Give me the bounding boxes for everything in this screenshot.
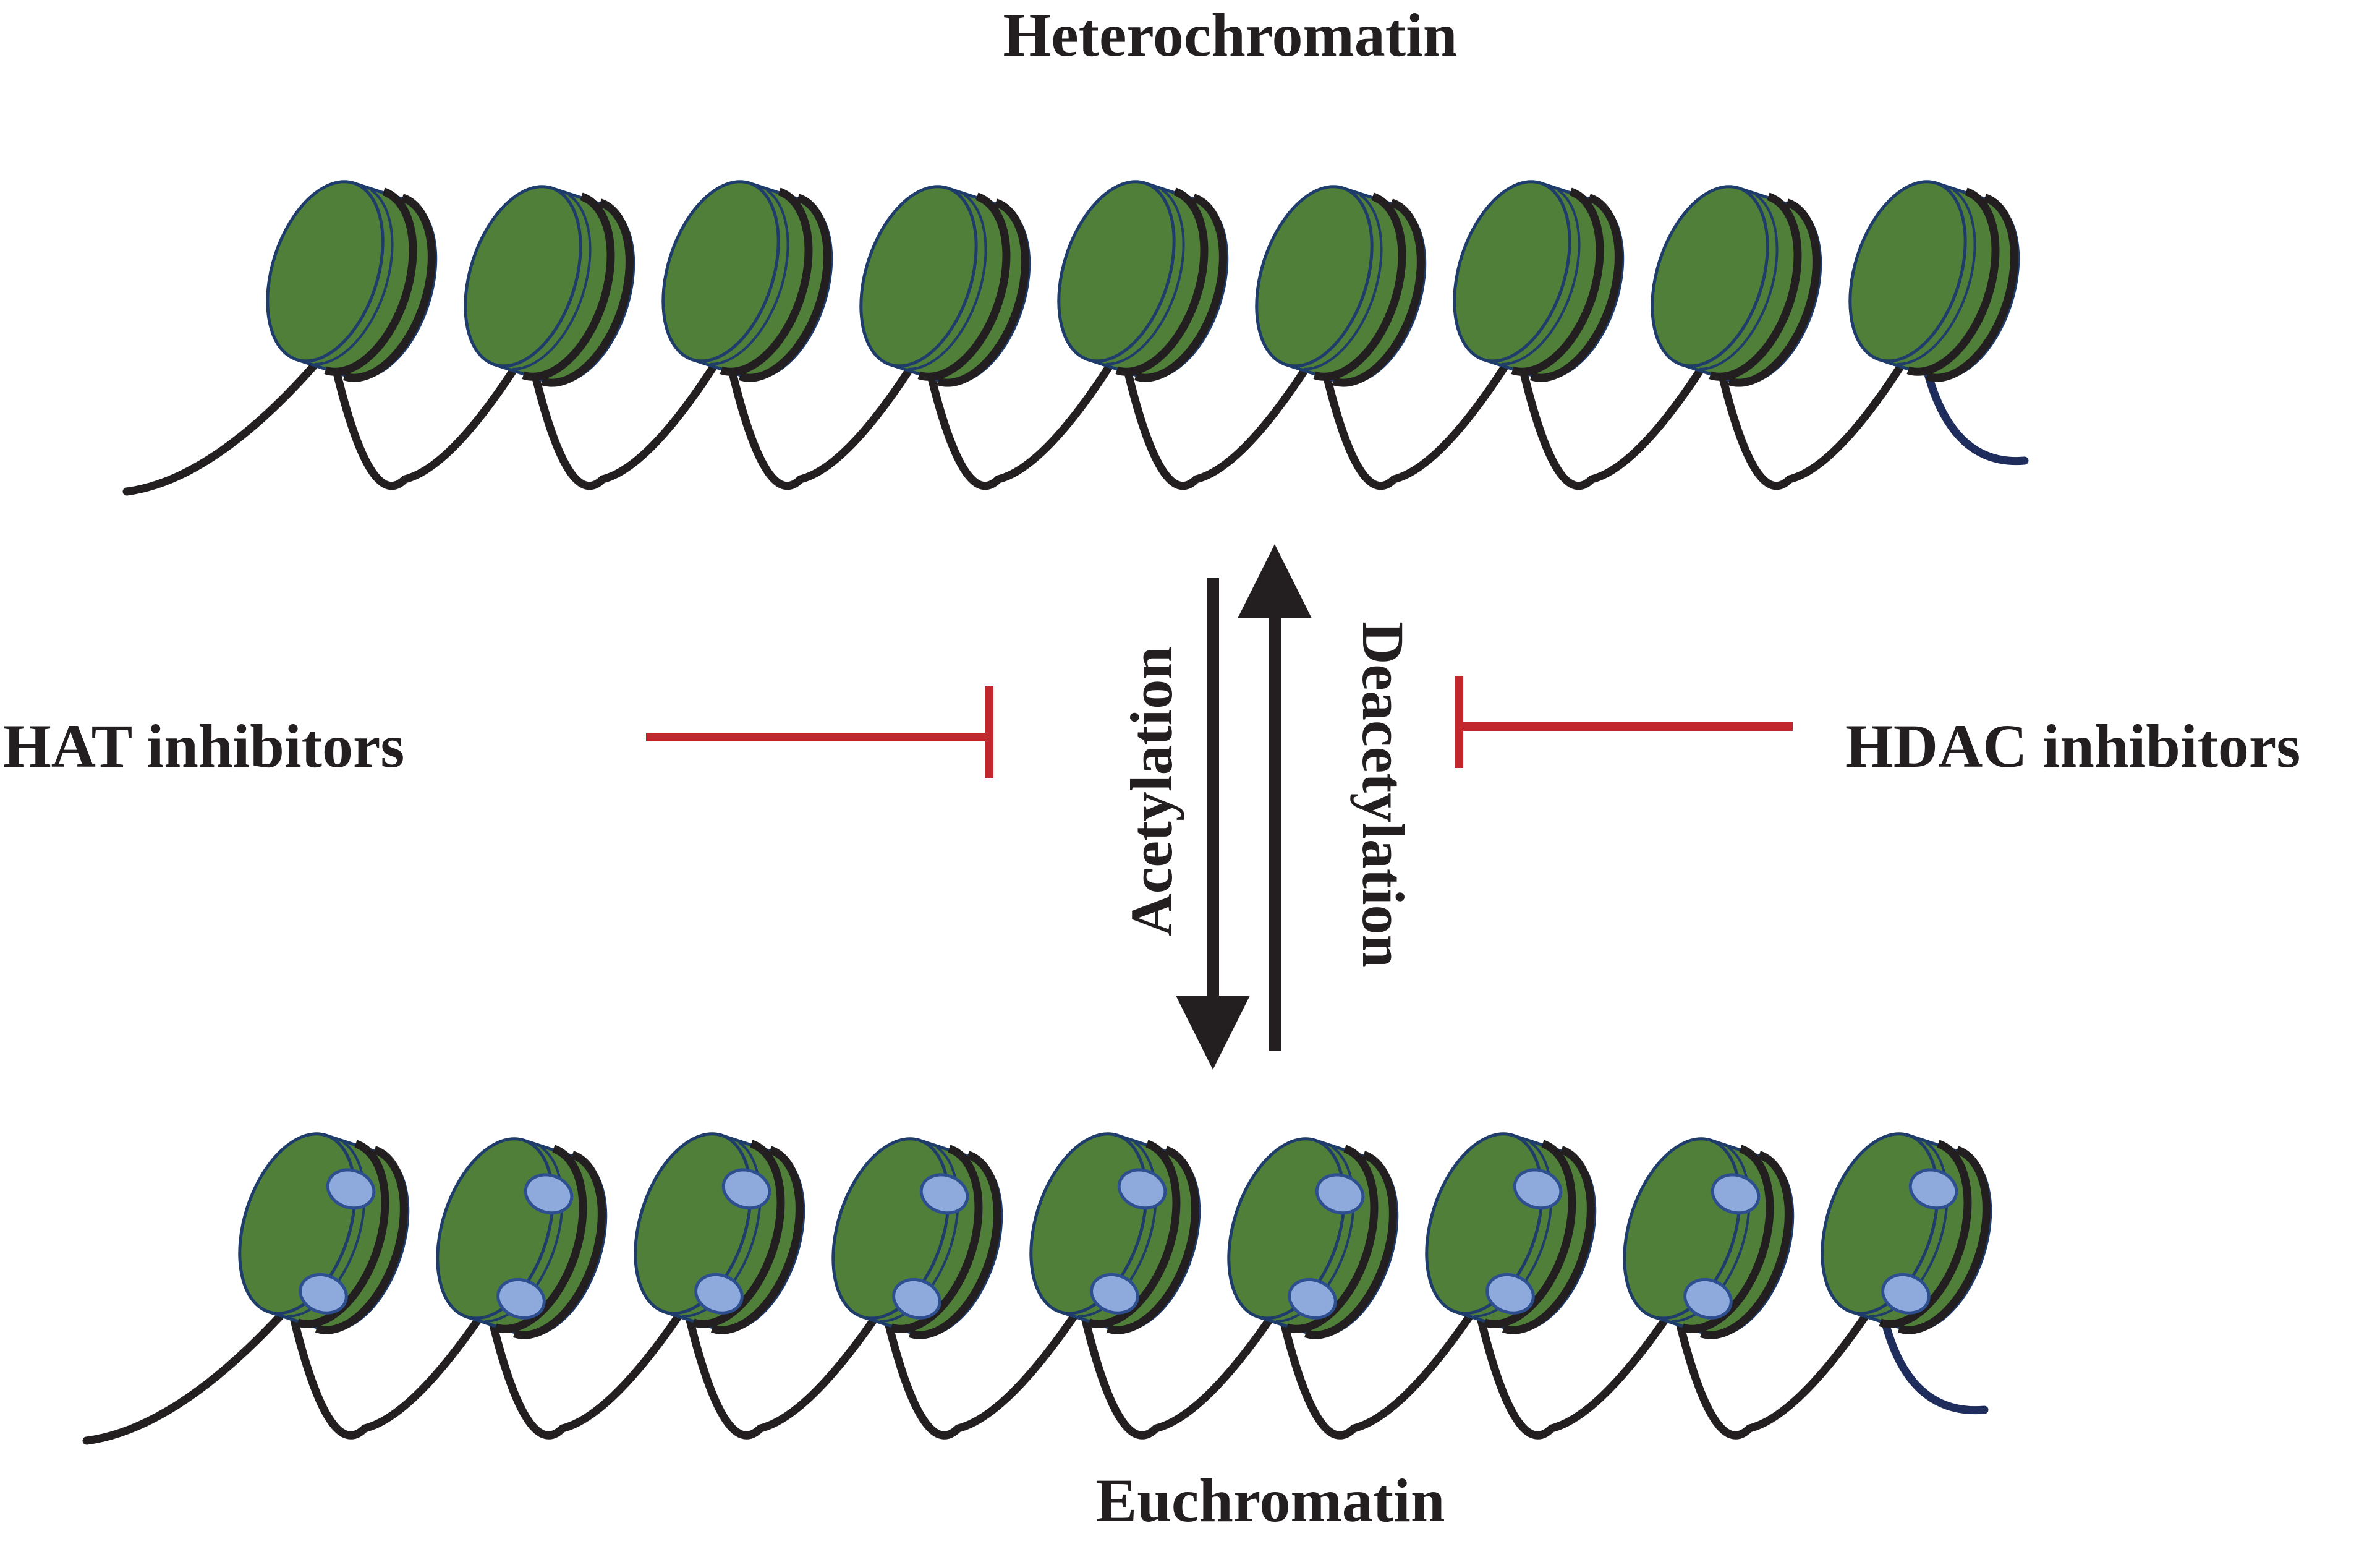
euchromatin-title: Euchromatin (1096, 1466, 1445, 1535)
nucleosome-icon (1453, 180, 1625, 382)
acetyl-group-icon (326, 1168, 376, 1210)
nucleosome-icon (1425, 1132, 1597, 1334)
acetyl-group-icon (1513, 1168, 1563, 1210)
acetyl-group-icon (694, 1273, 744, 1315)
nucleosome-icon (1057, 180, 1229, 382)
acetyl-group-icon (1711, 1173, 1761, 1215)
acetyl-group-icon (299, 1273, 348, 1315)
acetyl-group-icon (1485, 1273, 1535, 1315)
acetyl-group-icon (1881, 1273, 1931, 1315)
nucleosome-icon (1651, 185, 1822, 387)
heterochromatin-row (266, 180, 2020, 387)
nucleosome-icon (238, 1132, 410, 1334)
acetyl-group-icon (1117, 1168, 1167, 1210)
deacetylation-label: Deacetylation (1350, 621, 1416, 968)
acetylation-label: Acetylation (1118, 646, 1184, 936)
dna-strand-heterochromatin (122, 335, 2029, 496)
acetyl-group-icon (892, 1277, 941, 1320)
nucleosome-icon (831, 1137, 1003, 1339)
dna-strand-euchromatin (82, 1294, 1989, 1445)
acetyl-group-icon (1090, 1273, 1139, 1315)
acetyl-group-icon (1288, 1277, 1337, 1320)
nucleosome-icon (1821, 1132, 1992, 1334)
nucleosome-icon (464, 185, 635, 387)
acetyl-group-icon (721, 1168, 771, 1210)
nucleosome-icon (1623, 1137, 1795, 1339)
acetyl-group-icon (1683, 1277, 1733, 1320)
heterochromatin-title: Heterochromatin (1003, 1, 1457, 69)
acetyl-group-icon (919, 1173, 969, 1215)
nucleosome-icon (661, 180, 833, 382)
nucleosome-icon (436, 1137, 608, 1339)
nucleosome-icon (1227, 1137, 1399, 1339)
nucleosome-icon (634, 1132, 805, 1334)
euchromatin-row (238, 1132, 1992, 1339)
acetyl-group-icon (496, 1277, 546, 1320)
hdac-inhibitors-label: HDAC inhibitors (1845, 712, 2300, 780)
nucleosome-icon (859, 185, 1031, 387)
nucleosome-icon (1255, 185, 1427, 387)
nucleosome-icon (1029, 1132, 1201, 1334)
nucleosome-icon (266, 180, 438, 382)
acetyl-group-icon (524, 1173, 574, 1215)
acetyl-group-icon (1908, 1168, 1958, 1210)
hat-inhibitors-label: HAT inhibitors (3, 712, 404, 780)
nucleosome-icon (1848, 180, 2020, 382)
hdac-inhibition-bar-icon (1455, 676, 1793, 768)
hat-inhibition-bar-icon (646, 686, 993, 778)
acetyl-group-icon (1315, 1173, 1365, 1215)
